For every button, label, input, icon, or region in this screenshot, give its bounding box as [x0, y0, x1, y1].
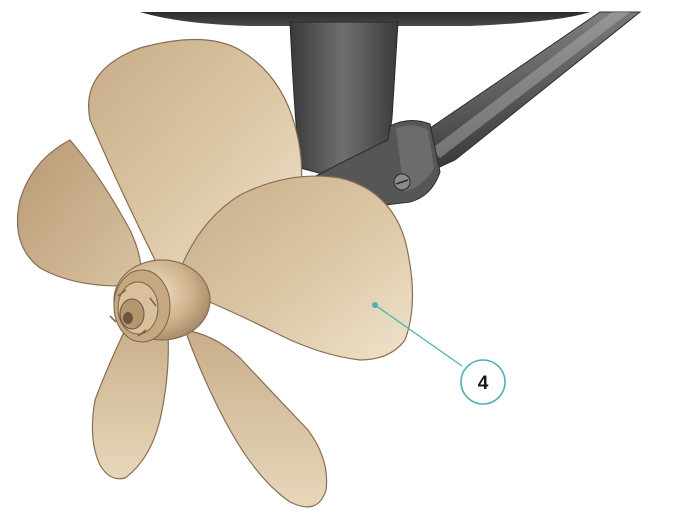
hub-nut [120, 299, 144, 329]
propeller-blade-lower-left [92, 320, 168, 479]
propeller-blade-lower-right [185, 330, 327, 507]
callout-number: 4 [478, 373, 489, 394]
callout-anchor-dot [372, 302, 378, 308]
